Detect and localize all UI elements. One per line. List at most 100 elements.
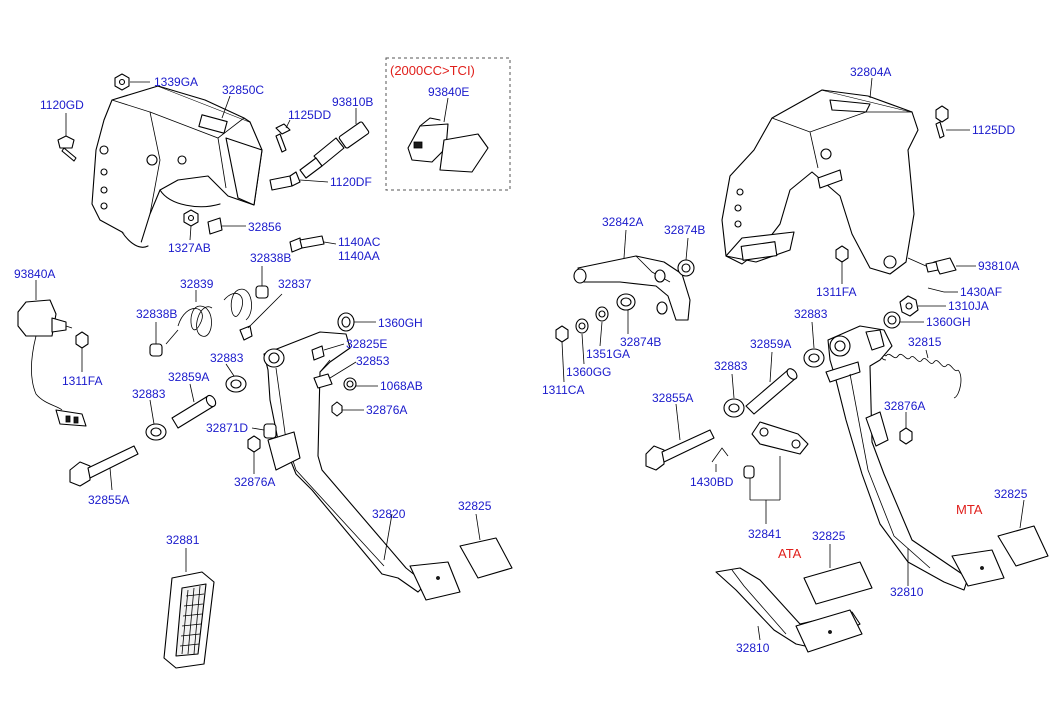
tci-box-title: (2000CC>TCI) — [390, 63, 475, 78]
bushing-1360gh-left — [337, 312, 376, 332]
nut-1339ga — [114, 73, 150, 91]
label-32825-ata: 32825 — [812, 529, 846, 543]
label-32871d: 32871D — [206, 421, 248, 435]
washer-1351ga — [595, 306, 609, 347]
label-1327ab: 1327AB — [168, 241, 211, 255]
labels-left: (2000CC>TCI) 93840E 1339GA 1120GD 32850C… — [14, 63, 492, 547]
bushing-32871d — [251, 423, 277, 439]
label-32804a: 32804A — [850, 65, 891, 79]
bushing-32883-right-mid — [723, 373, 745, 418]
pipe-32859a-right — [745, 351, 798, 415]
switch-93840a — [17, 280, 87, 427]
pedal-pad-32825-ata — [803, 544, 873, 605]
label-32825-mta: 32825 — [994, 487, 1028, 501]
label-1311ca: 1311CA — [542, 383, 584, 397]
bolt-1120df — [269, 171, 329, 191]
plate-32853 — [313, 361, 357, 389]
label-32810-mta: 32810 — [890, 585, 924, 599]
label-1351ga: 1351GA — [586, 347, 630, 361]
nut-1311fa-left — [75, 331, 89, 372]
nut-1311fa-right — [835, 245, 849, 284]
switch-93840e — [407, 97, 489, 173]
label-1140aa: 1140AA — [338, 249, 380, 263]
label-1068ab: 1068AB — [380, 379, 423, 393]
nut-1327ab — [183, 209, 199, 241]
pedal-pad-32825-mta — [997, 499, 1049, 567]
bushing-1360gh-right — [883, 311, 924, 329]
plate-32841 — [743, 421, 809, 524]
label-32883-top: 32883 — [210, 351, 244, 365]
spring-32815 — [881, 349, 962, 399]
brake-pedal-32810-mta — [825, 325, 1005, 591]
bolt-32855a-right — [645, 403, 715, 471]
label-32838b-left: 32838B — [136, 307, 177, 321]
clip-32837 — [239, 293, 283, 341]
bushing-32883-top — [225, 363, 247, 393]
label-1360gh-right: 1360GH — [926, 315, 971, 329]
washer-1360gg — [575, 318, 589, 365]
bolt-1125dd-right — [935, 105, 970, 139]
label-32810-ata: 32810 — [736, 641, 770, 655]
label-93840a: 93840A — [14, 267, 55, 281]
label-1360gg: 1360GG — [566, 365, 611, 379]
spring-32839 — [165, 288, 252, 345]
pin-1430bd — [711, 447, 729, 472]
pedal-bracket-32804a — [721, 77, 919, 275]
accelerator-pedal-32881 — [163, 548, 215, 669]
bolt-1140ac — [289, 235, 337, 253]
label-1125dd-left: 1125DD — [288, 108, 331, 122]
label-32859a-right: 32859A — [750, 337, 791, 351]
variant-mta: MTA — [956, 502, 983, 517]
label-1311fa-left: 1311FA — [62, 374, 102, 388]
label-1430bd: 1430BD — [690, 475, 734, 489]
variant-ata: ATA — [778, 546, 802, 561]
label-32820: 32820 — [372, 507, 406, 521]
bushing-32883-low — [145, 399, 167, 441]
label-32839: 32839 — [180, 277, 214, 291]
label-32825e: 32825E — [346, 337, 387, 351]
stopper-32825e — [311, 343, 345, 361]
pin-1430af — [927, 287, 958, 293]
label-32883-low: 32883 — [132, 387, 166, 401]
label-32874b-top: 32874B — [664, 223, 705, 237]
label-1310ja: 1310JA — [948, 299, 989, 313]
nut-32876a-right — [331, 401, 364, 417]
bushing-32874b-top — [677, 237, 695, 277]
label-32853: 32853 — [356, 354, 390, 368]
switch-93810b — [299, 108, 370, 179]
label-93810b: 93810B — [332, 95, 373, 109]
label-32855a-right: 32855A — [652, 391, 693, 405]
arm-32842a — [573, 229, 691, 321]
label-1339ga: 1339GA — [154, 75, 198, 89]
label-32876a-right: 32876A — [884, 399, 925, 413]
label-1430af: 1430AF — [960, 285, 1002, 299]
switch-93810a — [907, 257, 976, 275]
label-32841: 32841 — [748, 527, 782, 541]
bolt-1120gd — [57, 113, 77, 162]
label-1125dd-right: 1125DD — [972, 123, 1015, 137]
pipe-32859a-left — [171, 383, 217, 429]
label-32850c: 32850C — [222, 83, 264, 97]
clutch-pedal-32820 — [263, 331, 461, 601]
label-32876a-low: 32876A — [234, 475, 275, 489]
label-32874b-low: 32874B — [620, 335, 661, 349]
label-1311fa-right: 1311FA — [816, 285, 856, 299]
bushing-32838b-top — [255, 266, 269, 299]
bushing-32883-right-top — [803, 321, 825, 368]
washer-1068ab — [343, 377, 378, 391]
label-1360gh-left: 1360GH — [378, 316, 423, 330]
labels-right: 32804A 1125DD 32842A 32874B 93810A 1311F… — [542, 65, 1028, 655]
brake-pedal-32810-ata — [715, 567, 863, 653]
label-32876a-right: 32876A — [366, 403, 407, 417]
label-32838b-top: 32838B — [250, 251, 291, 265]
label-32825-left: 32825 — [458, 499, 492, 513]
label-1120df: 1120DF — [330, 175, 372, 189]
label-1120gd: 1120GD — [40, 98, 84, 112]
label-32856: 32856 — [248, 220, 282, 234]
nut-32876a-right-side — [899, 412, 913, 445]
pedal-bracket-32850c — [91, 85, 263, 248]
nut-1311ca — [555, 325, 569, 383]
label-32859a-left: 32859A — [168, 370, 209, 384]
